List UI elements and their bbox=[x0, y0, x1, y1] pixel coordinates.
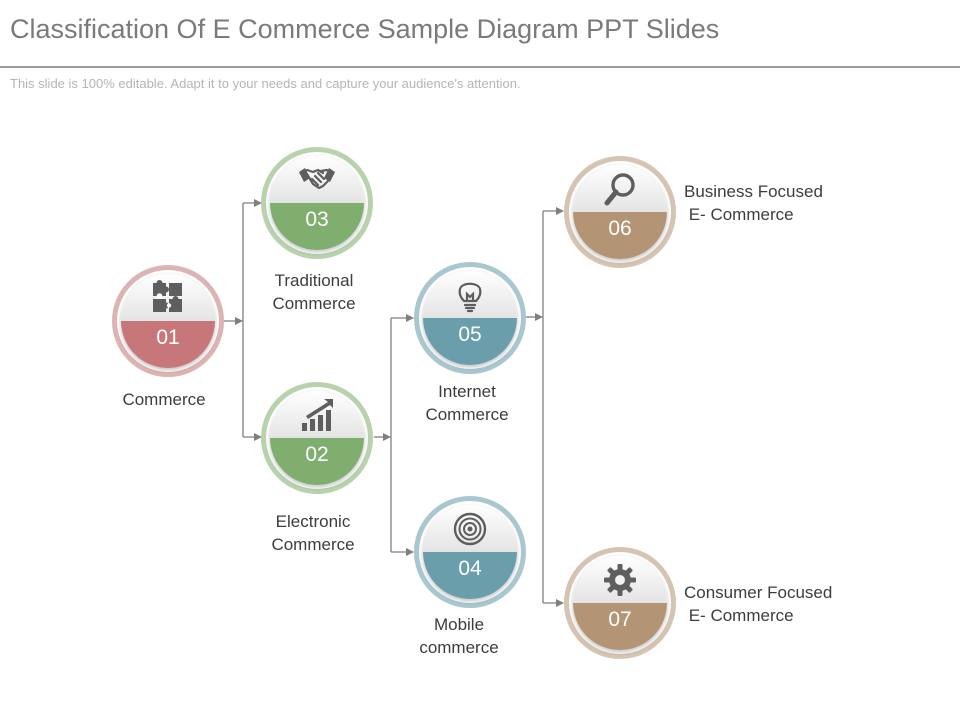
lightbulb-icon bbox=[458, 282, 482, 313]
node-01-disc: 01 bbox=[121, 274, 215, 368]
node-01-number: 01 bbox=[156, 326, 180, 349]
node-02-number: 02 bbox=[305, 443, 329, 466]
node-02-disc: 02 bbox=[270, 391, 364, 485]
node-07: 07 bbox=[564, 547, 676, 659]
title-divider bbox=[0, 66, 960, 68]
node-07-number: 07 bbox=[608, 608, 632, 631]
handshake-icon bbox=[299, 168, 335, 190]
node-01-label: Commerce bbox=[122, 390, 206, 409]
node-03-number: 03 bbox=[305, 208, 329, 231]
magnifier-icon bbox=[604, 173, 635, 206]
node-05-label: Internet Commerce bbox=[425, 382, 509, 424]
node-05-number: 05 bbox=[458, 323, 482, 346]
node-01: 01 bbox=[112, 265, 224, 377]
node-04-disc: 04 bbox=[423, 505, 517, 599]
node-05: 05 bbox=[414, 262, 526, 374]
gear-icon bbox=[604, 564, 636, 596]
target-icon bbox=[453, 512, 487, 546]
node-03-disc: 03 bbox=[270, 156, 364, 250]
node-05-disc: 05 bbox=[423, 271, 517, 365]
node-06: 06 bbox=[564, 156, 676, 268]
node-04-label: Mobile commerce bbox=[419, 615, 499, 657]
node-06-number: 06 bbox=[608, 217, 632, 240]
node-04: 04 bbox=[414, 496, 526, 608]
puzzle-icon bbox=[153, 280, 182, 312]
node-03: 03 bbox=[261, 147, 373, 259]
node-03-label: Traditional Commerce bbox=[272, 271, 356, 313]
node-02: 02 bbox=[261, 382, 373, 494]
node-04-number: 04 bbox=[458, 557, 482, 580]
node-02-label: Electronic Commerce bbox=[271, 512, 355, 554]
node-07-label: Consumer Focused E- Commerce bbox=[684, 583, 833, 625]
node-06-disc: 06 bbox=[573, 165, 667, 259]
slide-subtitle: This slide is 100% editable. Adapt it to… bbox=[10, 76, 521, 91]
node-06-label: Business Focused E- Commerce bbox=[684, 182, 823, 224]
node-07-disc: 07 bbox=[573, 556, 667, 650]
growth-chart-icon bbox=[302, 399, 333, 431]
slide-title: Classification Of E Commerce Sample Diag… bbox=[10, 14, 720, 44]
